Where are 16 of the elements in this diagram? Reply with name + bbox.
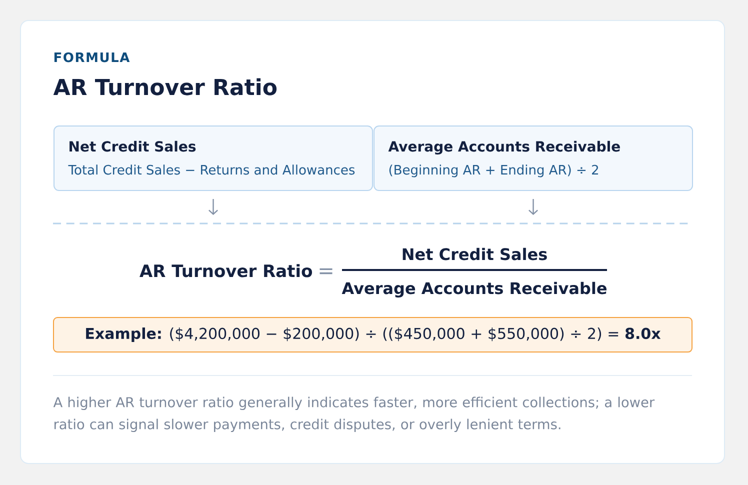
term-definition: Total Credit Sales − Returns and Allowances bbox=[68, 164, 355, 175]
formula-label: AR Turnover Ratio bbox=[140, 264, 312, 278]
note-text: A higher AR turnover ratio generally indicates faster, more efficient collections; a lower ratio can signal slower payments, credit disputes, or overly lenient terms. bbox=[53, 396, 655, 432]
example-box: Example: ($4,200,000 − $200,000) ÷ (($450,000 + $550,000) ÷ 2) = 8.0x bbox=[53, 317, 693, 352]
term-box bbox=[54, 126, 374, 191]
term-box bbox=[374, 126, 694, 191]
term-definition: (Beginning AR + Ending AR) ÷ 2 bbox=[389, 164, 598, 178]
equals-sign: = bbox=[320, 268, 332, 274]
term-heading: Net Credit Sales bbox=[70, 140, 196, 152]
section-label: FORMULA bbox=[54, 52, 130, 62]
arrow bbox=[208, 199, 218, 215]
arrow bbox=[528, 199, 538, 215]
title: AR Turnover Ratio bbox=[53, 78, 277, 96]
denominator-text: Average Accounts Receivable bbox=[342, 282, 606, 298]
term-heading: Average Accounts Receivable bbox=[388, 140, 620, 154]
numerator-text: Net Credit Sales bbox=[402, 248, 547, 260]
